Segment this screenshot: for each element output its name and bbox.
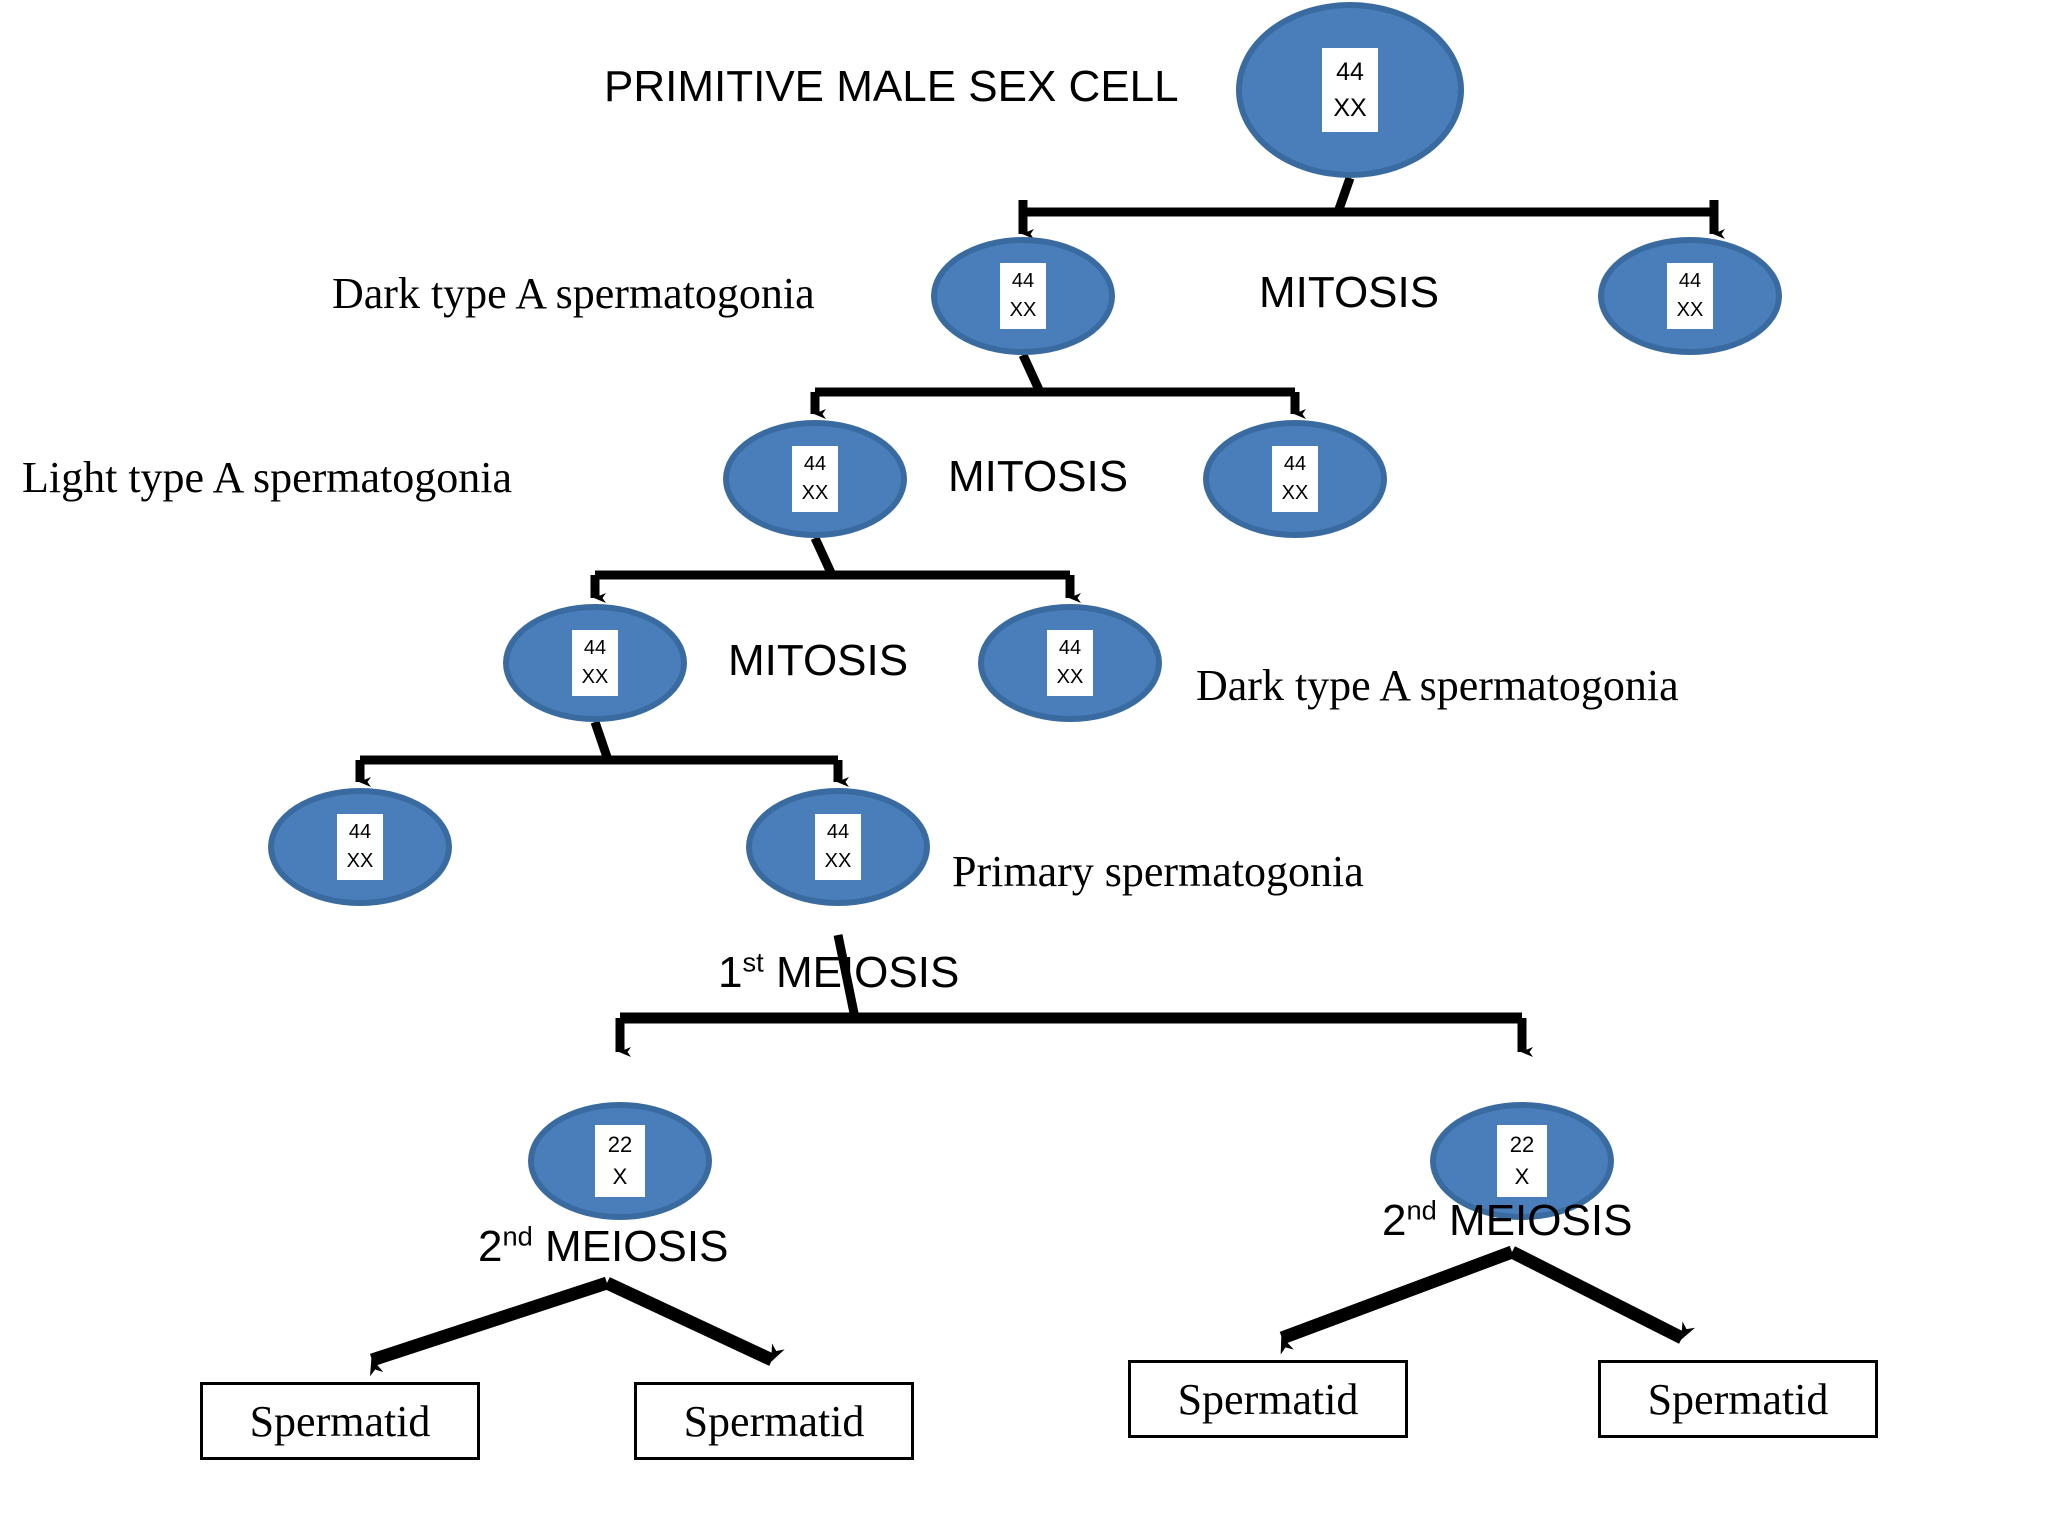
karyotype-bottom: X [612, 1164, 628, 1189]
karyotype-label: 44 XX [792, 446, 838, 512]
label-primitive-male-sex-cell: PRIMITIVE MALE SEX CELL [604, 62, 1179, 111]
karyotype-bottom: XX [581, 666, 609, 688]
spermatid-label: Spermatid [1177, 1374, 1359, 1424]
label-first-meiosis: 1st MEIOSIS [718, 948, 959, 998]
label-mitosis-2: MITOSIS [948, 452, 1129, 501]
cell-primary-spermatogonia[interactable]: 44 XX [746, 788, 930, 906]
karyotype-bottom: XX [346, 850, 374, 872]
karyotype-bottom: XX [824, 850, 852, 872]
cell-primitive-male-sex-cell[interactable]: 44 XX [1236, 2, 1464, 178]
second-meiosis-ordinal: nd [502, 1220, 533, 1252]
karyotype-top: 44 [1678, 270, 1702, 292]
spermatid-box-1[interactable]: Spermatid [200, 1382, 480, 1460]
first-meiosis-number: 1 [718, 948, 743, 997]
cell-row5-left[interactable]: 44 XX [268, 788, 452, 906]
label-dark-type-a-spermatogonia-1: Dark type A spermatogonia [332, 269, 815, 318]
karyotype-bottom: XX [1009, 299, 1037, 321]
spermatid-box-2[interactable]: Spermatid [634, 1382, 914, 1460]
spermatid-box-3[interactable]: Spermatid [1128, 1360, 1408, 1438]
spermatid-label: Spermatid [1647, 1374, 1829, 1424]
first-meiosis-ordinal: st [742, 946, 764, 978]
second-meiosis-word: MEIOSIS [545, 1222, 729, 1271]
karyotype-bottom: XX [1676, 299, 1704, 321]
cell-dark-type-a-spermatogonia-1[interactable]: 44 XX [931, 237, 1115, 355]
spermatid-box-4[interactable]: Spermatid [1598, 1360, 1878, 1438]
karyotype-top: 44 [1336, 57, 1364, 86]
cell-dark-type-a-spermatogonia-2[interactable]: 44 XX [978, 604, 1162, 722]
karyotype-label: 44 XX [1000, 263, 1046, 329]
karyotype-label: 44 XX [1667, 263, 1713, 329]
karyotype-top: 44 [348, 821, 372, 843]
karyotype-label: 22 X [1497, 1125, 1547, 1197]
second-meiosis-word: MEIOSIS [1449, 1196, 1633, 1245]
karyotype-top: 44 [583, 637, 607, 659]
cell-row4-left[interactable]: 44 XX [503, 604, 687, 722]
second-meiosis-number: 2 [1382, 1196, 1407, 1245]
karyotype-top: 44 [1011, 270, 1035, 292]
label-mitosis-1: MITOSIS [1259, 268, 1440, 317]
karyotype-label: 44 XX [1047, 630, 1093, 696]
label-second-meiosis-right: 2nd MEIOSIS [1382, 1196, 1632, 1246]
karyotype-bottom: XX [801, 482, 829, 504]
karyotype-top: 22 [1509, 1132, 1535, 1158]
karyotype-top: 22 [607, 1132, 633, 1158]
label-light-type-a-spermatogonia: Light type A spermatogonia [22, 453, 513, 502]
connector-row4-row5 [355, 720, 849, 787]
karyotype-bottom: XX [1056, 666, 1084, 688]
connector-second-meiosis-left [369, 1276, 785, 1377]
karyotype-label: 44 XX [815, 814, 861, 880]
karyotype-top: 44 [1058, 637, 1082, 659]
connector-row1-row2 [1018, 176, 1725, 239]
label-dark-type-a-spermatogonia-2: Dark type A spermatogonia [1196, 661, 1679, 710]
karyotype-label: 44 XX [572, 630, 618, 696]
karyotype-top: 44 [803, 453, 827, 475]
karyotype-top: 44 [826, 821, 850, 843]
karyotype-bottom: X [1514, 1164, 1530, 1189]
karyotype-top: 44 [1283, 453, 1307, 475]
first-meiosis-word: MEIOSIS [775, 948, 960, 997]
label-second-meiosis-left: 2nd MEIOSIS [478, 1222, 728, 1272]
second-meiosis-ordinal: nd [1406, 1194, 1437, 1226]
label-mitosis-3: MITOSIS [728, 636, 909, 685]
cell-light-type-a-spermatogonia-sibling[interactable]: 44 XX [1203, 420, 1387, 538]
karyotype-label: 44 XX [337, 814, 383, 880]
cell-secondary-spermatocyte-right[interactable]: 22 X [1430, 1102, 1614, 1220]
karyotype-bottom: XX [1281, 482, 1309, 504]
cell-dark-type-a-spermatogonia-1-sibling[interactable]: 44 XX [1598, 237, 1782, 355]
second-meiosis-number: 2 [478, 1222, 503, 1271]
connector-row2-row3 [810, 353, 1306, 419]
karyotype-label: 44 XX [1272, 446, 1318, 512]
karyotype-label: 22 X [595, 1125, 645, 1197]
label-primary-spermatogonia: Primary spermatogonia [952, 847, 1364, 896]
spermatid-label: Spermatid [249, 1396, 431, 1446]
karyotype-bottom: XX [1333, 94, 1367, 122]
cell-secondary-spermatocyte-left[interactable]: 22 X [528, 1102, 712, 1220]
cell-light-type-a-spermatogonia[interactable]: 44 XX [723, 420, 907, 538]
connector-row3-row4 [590, 536, 1081, 603]
karyotype-label: 44 XX [1322, 48, 1378, 132]
spermatid-label: Spermatid [683, 1396, 865, 1446]
connector-second-meiosis-right [1279, 1245, 1696, 1355]
